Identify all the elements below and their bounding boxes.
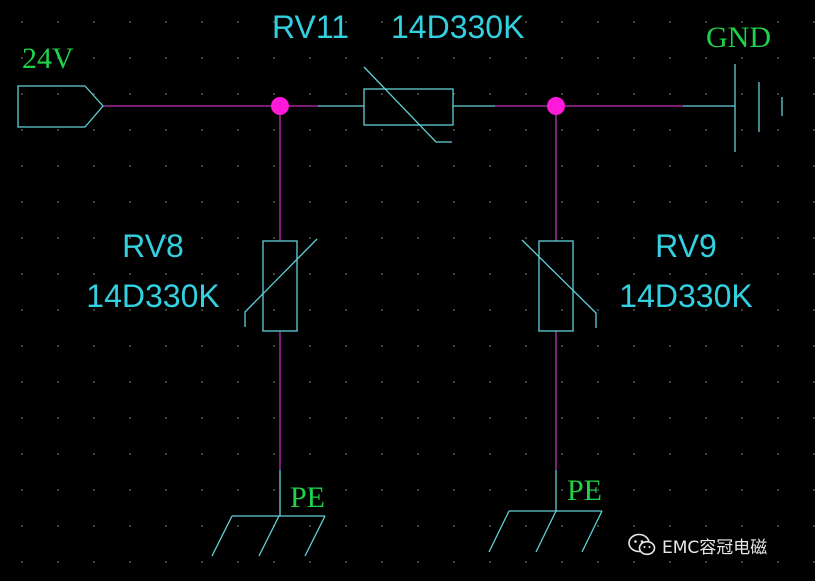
varistor-rv9[interactable]: [521, 239, 597, 332]
pe-symbol-left[interactable]: [211, 470, 326, 557]
junction-right: [547, 97, 565, 115]
net-label-pe-right: PE: [567, 474, 602, 507]
input-port-24v[interactable]: [17, 85, 104, 128]
rv8-value: 14D330K: [86, 278, 219, 314]
rv11-ref: RV11: [272, 9, 349, 45]
rv11-value: 14D330K: [391, 9, 524, 45]
watermark-text: EMC容冠电磁: [662, 537, 768, 558]
rv9-ref: RV9: [655, 228, 717, 264]
rv9-value: 14D330K: [619, 278, 752, 314]
gnd-symbol[interactable]: [683, 64, 783, 152]
watermark: EMC容冠电磁: [628, 530, 767, 560]
pe-symbol-right[interactable]: [488, 470, 603, 553]
net-label-pe-left: PE: [290, 481, 325, 514]
rv11-label: RV11 14D330K: [272, 9, 524, 45]
junction-left: [271, 97, 289, 115]
rv8-ref: RV8: [122, 228, 184, 264]
varistor-rv8[interactable]: [244, 238, 318, 332]
varistor-rv11[interactable]: [318, 66, 495, 143]
net-label-gnd: GND: [706, 21, 771, 54]
wechat-icon: [628, 533, 656, 556]
net-label-24v: 24V: [22, 42, 74, 75]
